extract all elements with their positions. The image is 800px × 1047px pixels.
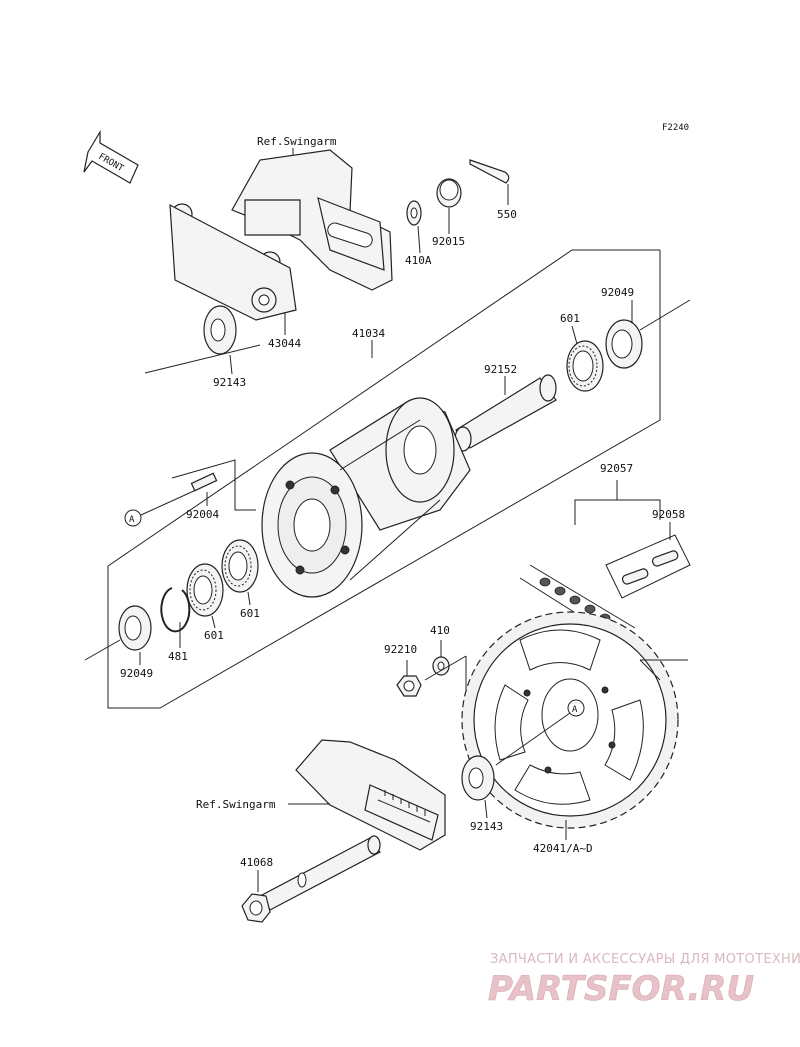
label-92143-top: 92143 — [213, 376, 246, 389]
swingarm-end-top — [169, 149, 393, 321]
label-43044: 43044 — [268, 337, 301, 350]
label-92004: 92004 — [186, 508, 219, 521]
master-link-92058 — [605, 534, 691, 599]
ref-swingarm-top-label: Ref.Swingarm — [257, 135, 337, 148]
washer-410 — [432, 656, 450, 676]
bearing-601-left — [186, 563, 224, 617]
label-92057: 92057 — [600, 462, 633, 475]
bearing-601-mid — [221, 539, 259, 593]
front-arrow-icon: FRONT — [83, 129, 139, 184]
rear-sprocket — [461, 611, 679, 829]
spacer-92152 — [454, 374, 557, 452]
label-601-right: 601 — [560, 312, 580, 325]
label-41068: 41068 — [240, 856, 273, 869]
bearing-601-right — [566, 340, 604, 392]
nut-92210 — [396, 675, 422, 697]
label-92049-right: 92049 — [601, 286, 634, 299]
label-92049-left: 92049 — [120, 667, 153, 680]
swingarm-end-bottom — [295, 739, 446, 851]
label-601-mid: 601 — [240, 607, 260, 620]
diagram-code: F2240 — [662, 123, 689, 133]
label-41034: 41034 — [352, 327, 385, 340]
wheel-assembly-bracket — [107, 249, 661, 709]
washer-410A — [406, 200, 422, 226]
stud-92004 — [190, 472, 218, 492]
ref-swingarm-bottom-label: Ref.Swingarm — [196, 798, 276, 811]
collar-92143-top — [203, 305, 237, 355]
label-550: 550 — [497, 208, 517, 221]
seal-92049-left — [118, 605, 152, 651]
label-481: 481 — [168, 650, 188, 663]
callout-a-left: A — [129, 515, 135, 525]
watermark-tagline: ЗАПЧАСТИ И АКСЕССУАРЫ ДЛЯ МОТОТЕХНИКИ — [490, 952, 800, 967]
axle-41068 — [241, 835, 381, 923]
nut-92015 — [436, 178, 462, 208]
label-92015: 92015 — [432, 235, 465, 248]
rear-hub — [261, 397, 471, 598]
label-601-left: 601 — [204, 629, 224, 642]
label-42041: 42041/A~D — [533, 842, 593, 855]
callout-a-sprocket: A — [572, 705, 578, 715]
collar-92143-bottom — [461, 755, 495, 801]
label-92210: 92210 — [384, 643, 417, 656]
label-92143-bottom: 92143 — [470, 820, 503, 833]
circlip-481 — [160, 587, 191, 633]
watermark-brand: PARTSFOR.RU — [488, 969, 754, 1009]
cotter-pin-550 — [469, 159, 510, 205]
label-92152: 92152 — [484, 363, 517, 376]
label-92058: 92058 — [652, 508, 685, 521]
label-410A: 410A — [405, 254, 432, 267]
seal-92049-right — [605, 319, 643, 369]
label-410: 410 — [430, 624, 450, 637]
